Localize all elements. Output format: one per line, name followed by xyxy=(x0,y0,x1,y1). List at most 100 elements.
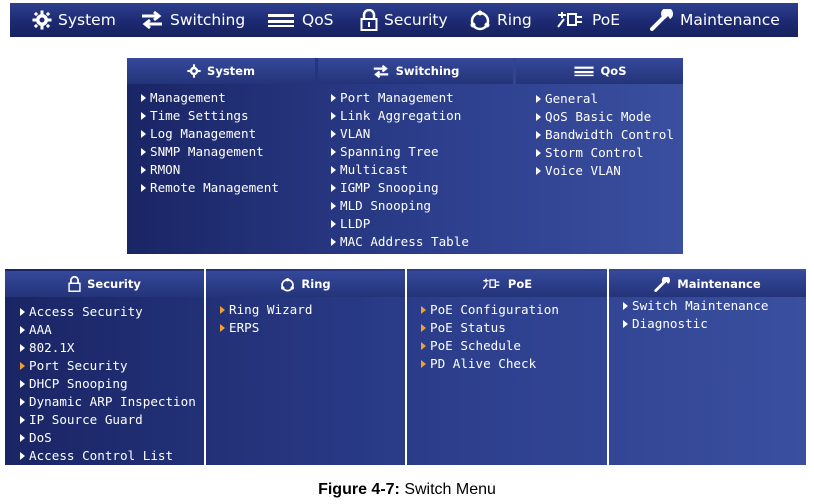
menu-item-dhcp-snooping[interactable]: DHCP Snooping xyxy=(20,375,196,393)
menu-item-general[interactable]: General xyxy=(536,90,674,108)
arrow-right-icon xyxy=(20,326,25,334)
top-menu-qos[interactable]: QoS xyxy=(266,3,334,37)
menu-item-pd-alive-check[interactable]: PD Alive Check xyxy=(421,355,559,373)
ring-header[interactable]: Ring xyxy=(206,271,405,297)
menu-item-mld-snooping[interactable]: MLD Snooping xyxy=(331,197,469,215)
top-menu-system[interactable]: System xyxy=(32,3,116,37)
menu-item-port-security[interactable]: Port Security xyxy=(20,357,196,375)
maintenance-header[interactable]: Maintenance xyxy=(609,271,806,297)
menu-item-rmon[interactable]: RMON xyxy=(141,161,279,179)
arrow-right-icon xyxy=(623,302,628,310)
top-menu-switching[interactable]: Switching xyxy=(140,3,245,37)
menu-item-snmp-management[interactable]: SNMP Management xyxy=(141,143,279,161)
arrow-right-icon xyxy=(331,112,336,120)
menu-item-qos-basic-mode[interactable]: QoS Basic Mode xyxy=(536,108,674,126)
menu-item-label: Switch Maintenance xyxy=(632,298,769,313)
arrow-right-icon xyxy=(331,220,336,228)
menu-item-spanning-tree[interactable]: Spanning Tree xyxy=(331,143,469,161)
menu-item-poe-schedule[interactable]: PoE Schedule xyxy=(421,337,559,355)
menu-item-label: PoE Schedule xyxy=(430,338,521,353)
arrow-right-icon xyxy=(20,308,25,316)
menu-item-label: Storm Control xyxy=(545,145,644,160)
maintenance-menu-list: Switch Maintenance Diagnostic xyxy=(623,297,768,333)
menu-item-label: IGMP Snooping xyxy=(340,180,439,195)
menu-item-mac-address-table[interactable]: MAC Address Table xyxy=(331,233,469,251)
menu-item-access-security[interactable]: Access Security xyxy=(20,303,196,321)
switching-header-label: Switching xyxy=(395,64,460,78)
menu-item-poe-configuration[interactable]: PoE Configuration xyxy=(421,301,559,319)
menu-item-igmp-snooping[interactable]: IGMP Snooping xyxy=(331,179,469,197)
ring-icon xyxy=(280,277,295,292)
top-menu-maintenance[interactable]: Maintenance xyxy=(650,3,780,37)
arrow-right-icon xyxy=(331,166,336,174)
menu-item-dynamic-arp-inspection[interactable]: Dynamic ARP Inspection xyxy=(20,393,196,411)
menu-item-port-management[interactable]: Port Management xyxy=(331,89,469,107)
arrow-right-icon xyxy=(331,238,336,246)
menu-item-label: DHCP Snooping xyxy=(29,376,128,391)
menu-item-ring-wizard[interactable]: Ring Wizard xyxy=(220,301,312,319)
arrow-right-icon xyxy=(141,184,146,192)
arrow-right-icon xyxy=(20,434,25,442)
lock-icon xyxy=(68,276,81,292)
menu-item-dos[interactable]: DoS xyxy=(20,429,196,447)
switching-arrows-icon xyxy=(140,11,164,29)
menu-item-link-aggregation[interactable]: Link Aggregation xyxy=(331,107,469,125)
menu-item-multicast[interactable]: Multicast xyxy=(331,161,469,179)
top-menu-poe[interactable]: PoE xyxy=(556,3,620,37)
menu-item-access-control-list[interactable]: Access Control List xyxy=(20,447,196,465)
menu-item-802-1x[interactable]: 802.1X xyxy=(20,339,196,357)
poe-menu-list: PoE Configuration PoE Status PoE Schedul… xyxy=(421,301,559,373)
menu-item-bandwidth-control[interactable]: Bandwidth Control xyxy=(536,126,674,144)
top-menu-ring[interactable]: Ring xyxy=(469,3,532,37)
menu-item-voice-vlan[interactable]: Voice VLAN xyxy=(536,162,674,180)
menu-item-diagnostic[interactable]: Diagnostic xyxy=(623,315,768,333)
arrow-right-icon xyxy=(331,148,336,156)
top-menu-label: PoE xyxy=(592,11,621,29)
arrow-right-icon xyxy=(421,306,426,314)
menu-item-remote-management[interactable]: Remote Management xyxy=(141,179,279,197)
menu-item-label: Time Settings xyxy=(150,108,249,123)
figure-caption: Figure 4-7: Switch Menu xyxy=(0,481,814,499)
lock-icon xyxy=(360,9,378,31)
menu-item-time-settings[interactable]: Time Settings xyxy=(141,107,279,125)
security-header-label: Security xyxy=(87,277,141,291)
menu-item-label: PD Alive Check xyxy=(430,356,537,371)
top-menu-label: Maintenance xyxy=(680,11,780,29)
menu-item-erps[interactable]: ERPS xyxy=(220,319,312,337)
menu-item-management[interactable]: Management xyxy=(141,89,279,107)
menu-item-ip-source-guard[interactable]: IP Source Guard xyxy=(20,411,196,429)
menu-item-label: Access Control List xyxy=(29,448,174,463)
top-menu-bar: System Switching QoS Security Ring PoE xyxy=(10,3,798,37)
menu-item-label: Bandwidth Control xyxy=(545,127,674,142)
menu-item-aaa[interactable]: AAA xyxy=(20,321,196,339)
switching-header[interactable]: Switching xyxy=(318,58,513,84)
menu-item-lldp[interactable]: LLDP xyxy=(331,215,469,233)
menu-item-vlan[interactable]: VLAN xyxy=(331,125,469,143)
menu-item-label: Link Aggregation xyxy=(340,108,462,123)
menu-item-switch-maintenance[interactable]: Switch Maintenance xyxy=(623,297,768,315)
qos-header-label: QoS xyxy=(600,64,627,78)
arrow-right-icon xyxy=(220,306,225,314)
system-header-label: System xyxy=(207,64,255,78)
top-menu-security[interactable]: Security xyxy=(360,3,448,37)
menu-item-label: Log Management xyxy=(150,126,257,141)
system-header[interactable]: System xyxy=(127,58,315,84)
menu-item-label: Port Security xyxy=(29,358,128,373)
arrow-right-icon xyxy=(220,324,225,332)
menu-item-log-management[interactable]: Log Management xyxy=(141,125,279,143)
top-menu-label: System xyxy=(58,11,116,29)
arrow-right-icon xyxy=(20,344,25,352)
menu-item-storm-control[interactable]: Storm Control xyxy=(536,144,674,162)
ring-menu-list: Ring Wizard ERPS xyxy=(220,301,312,337)
gear-icon xyxy=(187,64,201,78)
security-header[interactable]: Security xyxy=(5,271,204,297)
menu-item-label: Diagnostic xyxy=(632,316,708,331)
arrow-right-icon xyxy=(20,452,25,460)
switching-arrows-icon xyxy=(372,64,390,78)
menu-item-label: PoE Status xyxy=(430,320,506,335)
qos-header[interactable]: QoS xyxy=(516,58,683,84)
poe-header[interactable]: PoE xyxy=(407,271,607,297)
maintenance-header-label: Maintenance xyxy=(677,277,761,291)
menu-item-poe-status[interactable]: PoE Status xyxy=(421,319,559,337)
arrow-right-icon xyxy=(331,94,336,102)
